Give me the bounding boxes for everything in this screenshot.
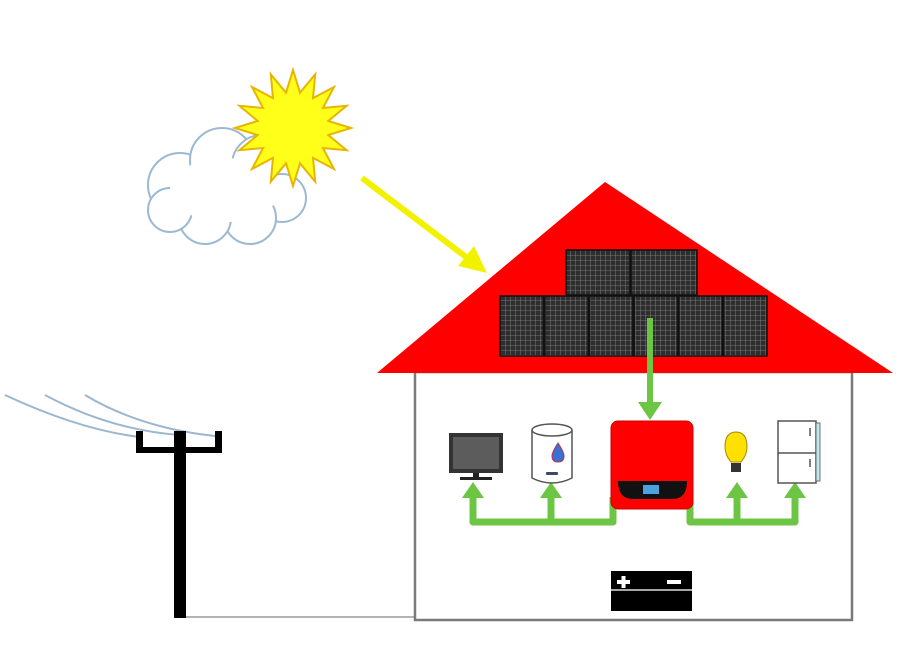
sunlight-arrow	[360, 175, 487, 273]
sun-icon	[231, 66, 355, 190]
solar-panel	[630, 249, 698, 296]
plus-icon	[617, 576, 630, 588]
solar-panel	[565, 249, 631, 296]
solar-panel	[722, 295, 768, 357]
solar-panel	[499, 295, 545, 357]
water-heater-icon	[531, 423, 573, 484]
cloud-icon	[147, 127, 307, 245]
solar-panel	[543, 295, 589, 357]
solar-panel	[633, 295, 679, 357]
inverter-screen	[643, 485, 659, 494]
power-flow-arrowheads	[462, 482, 806, 498]
water-drop-icon	[551, 442, 565, 463]
solar-panel	[678, 295, 724, 357]
light-bulb-icon	[724, 431, 748, 472]
panel-to-inverter-arrow	[638, 318, 662, 420]
battery	[611, 571, 692, 611]
solar-panel	[588, 295, 634, 357]
fridge-icon	[777, 420, 821, 484]
power-flow-bus	[469, 495, 799, 526]
utility-pole	[4, 394, 222, 618]
solar-panel-array	[499, 249, 768, 357]
inverter	[610, 420, 694, 510]
tv-icon	[449, 433, 503, 480]
